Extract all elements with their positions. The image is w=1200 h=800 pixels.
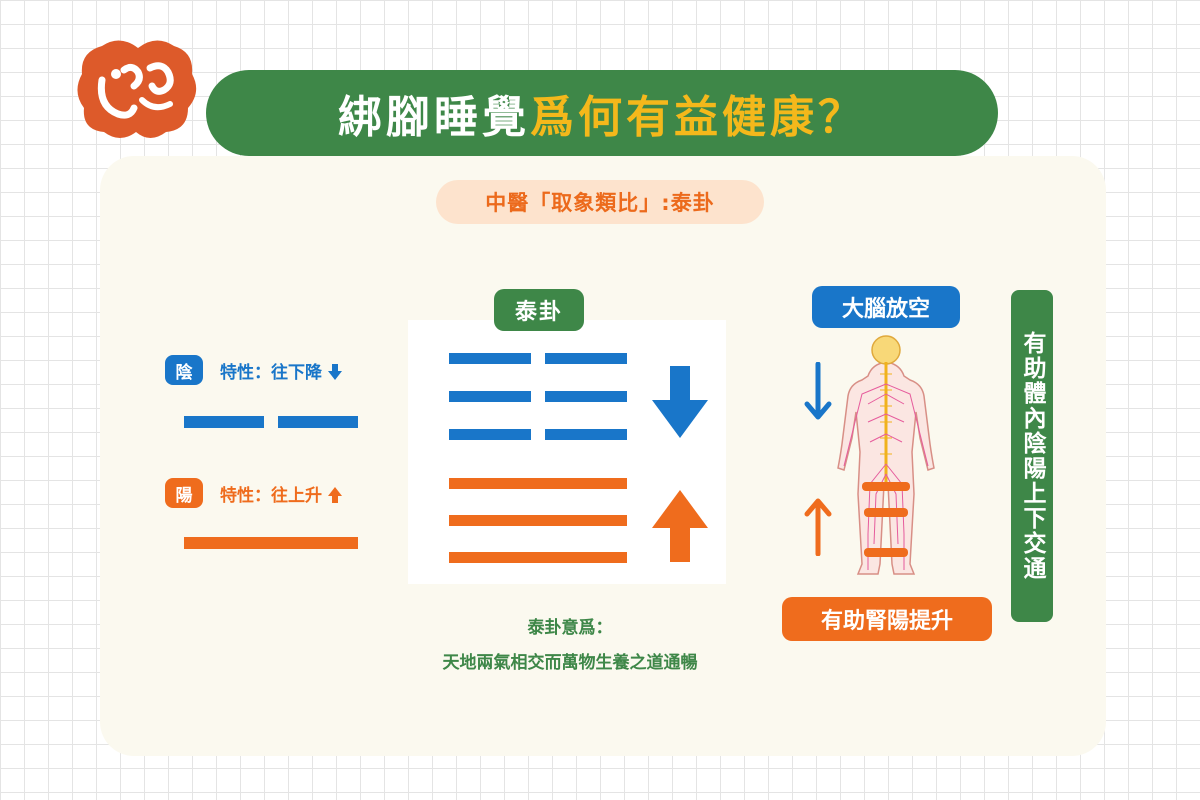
hexagram-yin-line-3-left [449, 429, 531, 440]
hexagram-label: 泰卦 [494, 289, 584, 331]
subtitle-pill: 中醫「取象類比」:泰卦 [436, 180, 764, 224]
title-part-1: 綁腳睡覺 [338, 92, 530, 143]
hexagram-yin-line-1-right [545, 353, 627, 364]
hexagram-yin-line-3-right [545, 429, 627, 440]
page-title: 綁腳睡覺爲何有益健康？ [206, 70, 998, 156]
heart-cloud-logo [77, 40, 197, 138]
kidney-yang-label: 有助腎陽提升 [782, 597, 992, 641]
hexagram-yin-line-2-left [449, 391, 531, 402]
yin-yang-circulation-label: 有助體內陰陽上下交通 [1011, 290, 1053, 622]
yin-line-segment-right [278, 416, 358, 428]
hexagram-yang-line-2 [449, 515, 627, 526]
large-up-arrow-icon [652, 490, 708, 562]
blue-down-arrow-icon [804, 362, 832, 420]
yang-line [184, 537, 358, 549]
yin-trait: 特性：往下降 [220, 358, 342, 383]
yin-tag: 陰 [165, 355, 203, 385]
hexagram-yang-line-3 [449, 552, 627, 563]
yin-line-segment-left [184, 416, 264, 428]
yang-trait: 特性：往上升 [220, 481, 342, 506]
large-down-arrow-icon [652, 366, 708, 438]
yang-trait-text: 特性：往上升 [220, 486, 322, 506]
hexagram-yin-line-1-left [449, 353, 531, 364]
hexagram-caption-line-1: 泰卦意爲： [527, 618, 613, 638]
brain-label: 大腦放空 [812, 286, 960, 328]
up-arrow-icon [327, 487, 342, 503]
hexagram-yang-line-1 [449, 478, 627, 489]
hexagram-yin-line-2-right [545, 391, 627, 402]
human-body-figure [837, 335, 935, 575]
yang-tag: 陽 [165, 478, 203, 508]
title-part-2: 爲何有益健康？ [530, 92, 866, 143]
orange-up-arrow-icon [804, 498, 832, 556]
yin-trait-text: 特性：往下降 [220, 363, 322, 383]
hexagram-caption-line-2: 天地兩氣相交而萬物生養之道通暢 [442, 653, 698, 673]
down-arrow-icon [327, 364, 342, 380]
